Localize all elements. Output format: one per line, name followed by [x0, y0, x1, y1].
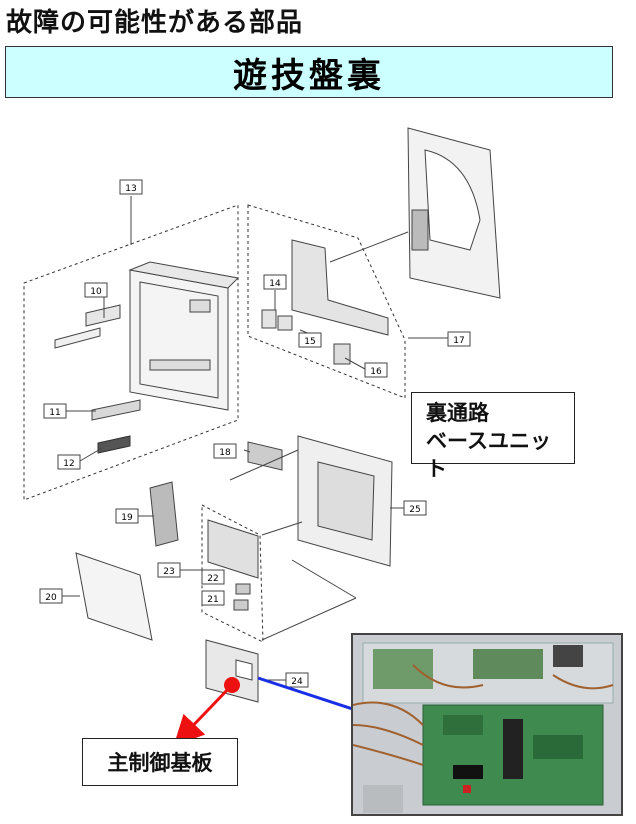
part-label-21: 21 — [201, 590, 225, 606]
title-banner: 遊技盤裏 — [5, 46, 613, 98]
part-20-board — [75, 552, 153, 641]
part-12-board — [97, 435, 131, 454]
main-board-callout: 主制御基板 — [82, 738, 238, 786]
part-label-14: 14 — [263, 274, 287, 290]
part-label-18: 18 — [213, 443, 237, 459]
part-24-main-board-case — [205, 639, 259, 703]
part-25-unit — [297, 435, 393, 567]
part-15-bracket — [261, 239, 389, 336]
part-label-15: 15 — [298, 332, 322, 348]
part-label-20: 20 — [39, 588, 63, 604]
part-18-number: 18 — [219, 448, 231, 458]
leader-lines — [62, 196, 448, 681]
page-heading: 故障の可能性がある部品 — [6, 8, 304, 38]
part-11-number: 11 — [49, 408, 60, 418]
part-23-board — [207, 519, 259, 579]
part-24-number: 24 — [291, 677, 303, 687]
part-17-board — [407, 127, 501, 299]
photo-illustration — [353, 635, 621, 814]
part-label-11: 11 — [43, 403, 67, 419]
base-unit-callout-line1: 裏通路 — [426, 401, 489, 425]
part-20-number: 20 — [45, 593, 57, 603]
group-23-outline — [201, 504, 264, 643]
group-13-outline — [23, 204, 239, 501]
part-label-17: 17 — [447, 331, 471, 347]
part-label-24: 24 — [285, 672, 309, 688]
part-13-frame — [128, 261, 240, 411]
part-label-23: 23 — [157, 562, 181, 578]
base-unit-callout: 裏通路 ベースユニット — [411, 392, 575, 481]
part-label-10: 10 — [84, 282, 108, 298]
part-23-number: 23 — [163, 567, 174, 577]
banner-title: 遊技盤裏 — [233, 55, 385, 96]
part-16-number: 16 — [370, 367, 382, 377]
part-18-cover — [247, 441, 283, 471]
part-16-connector — [333, 343, 351, 365]
main-board-callout-text: 主制御基板 — [107, 751, 213, 775]
part-label-22: 22 — [201, 569, 225, 585]
part-label-25: 25 — [403, 500, 427, 516]
group-17-outline — [247, 204, 406, 399]
part-12-number: 12 — [63, 459, 74, 469]
base-unit-callout-line2: ベースユニット — [426, 429, 551, 481]
part-25-number: 25 — [409, 505, 420, 515]
part-17-number: 17 — [453, 336, 464, 346]
part-label-16: 16 — [364, 362, 388, 378]
part-21-chip — [233, 599, 249, 611]
part-13-number: 13 — [125, 184, 136, 194]
part-19-strip — [149, 481, 179, 547]
part-label-12: 12 — [57, 454, 81, 470]
main-board-photo — [351, 633, 623, 816]
part-19-number: 19 — [121, 513, 133, 523]
part-14-number: 14 — [269, 279, 281, 289]
part-11-board — [91, 399, 141, 421]
part-15-number: 15 — [304, 337, 315, 347]
part-21-number: 21 — [207, 595, 218, 605]
part-22-number: 22 — [207, 574, 218, 584]
part-label-13: 13 — [119, 179, 143, 195]
red-arrow — [173, 683, 234, 746]
part-10-plate — [54, 304, 121, 349]
part-label-19: 19 — [115, 508, 139, 524]
part-22-chip — [235, 583, 251, 595]
part-10-number: 10 — [90, 287, 102, 297]
